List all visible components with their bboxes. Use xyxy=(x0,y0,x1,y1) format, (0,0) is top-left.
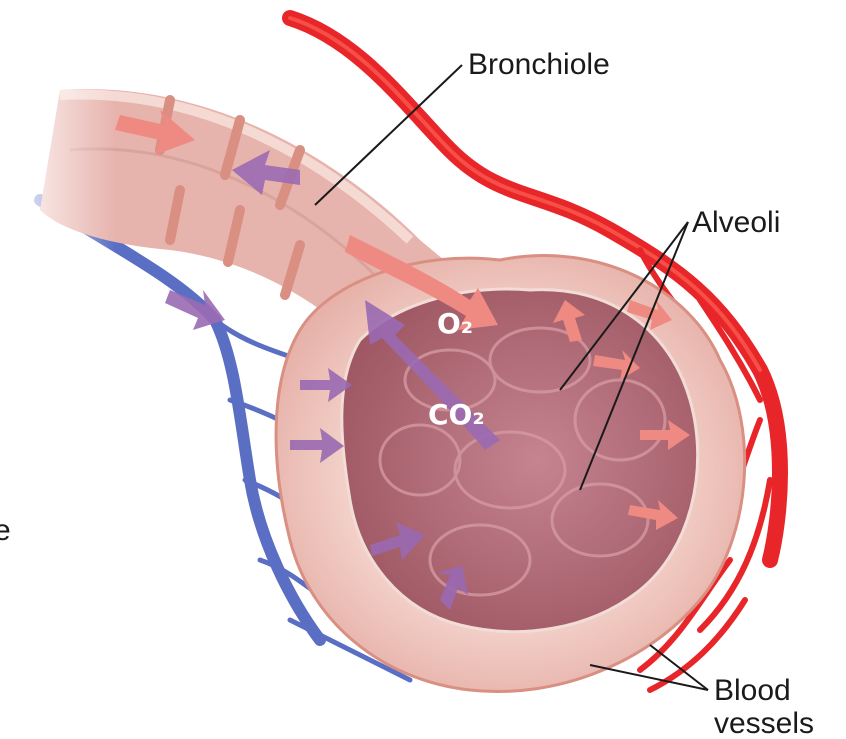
bronchiole-label: Bronchiole xyxy=(468,48,610,81)
oxygen-label: O₂ xyxy=(437,307,473,340)
cropped-edge-text: e xyxy=(0,514,11,547)
alveoli-label: Alveoli xyxy=(692,206,780,239)
blood-vessels-label-line1: Blood xyxy=(714,674,791,707)
carbon-dioxide-label: CO₂ xyxy=(428,398,485,431)
blood-vessels-label-line2: vessels xyxy=(714,707,814,739)
alveolar-sac xyxy=(276,256,745,692)
